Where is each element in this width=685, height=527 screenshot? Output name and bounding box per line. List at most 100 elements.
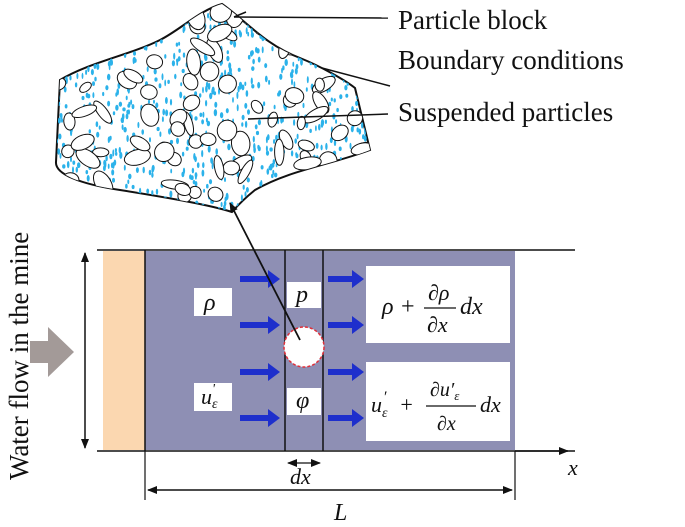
boundary-conditions-label: Boundary conditions xyxy=(398,45,624,75)
suspended-particle xyxy=(332,195,335,203)
suspended-particle xyxy=(107,60,111,67)
suspended-particle xyxy=(264,205,267,211)
suspended-particle xyxy=(244,102,248,109)
particle-stone xyxy=(216,119,238,142)
suspended-particle xyxy=(259,182,262,187)
suspended-particle xyxy=(213,91,217,96)
suspended-particle xyxy=(324,168,327,173)
suspended-particle xyxy=(207,82,211,90)
suspended-particle xyxy=(260,165,264,170)
suspended-particle xyxy=(306,76,309,84)
flow-arrow-icon xyxy=(328,363,364,381)
suspended-particle xyxy=(83,188,87,195)
suspended-particle xyxy=(207,12,210,19)
suspended-particle xyxy=(177,56,181,62)
suspended-particle xyxy=(53,184,56,188)
suspended-particle xyxy=(125,95,128,101)
suspended-particle xyxy=(208,179,213,185)
suspended-particle xyxy=(220,72,224,77)
suspended-particle xyxy=(62,164,66,169)
suspended-particle xyxy=(133,51,136,56)
suspended-particle xyxy=(65,4,68,8)
suspended-particle xyxy=(120,117,124,123)
suspended-particle xyxy=(61,6,64,12)
suspended-particle xyxy=(51,126,54,131)
suspended-particle xyxy=(325,191,328,198)
suspended-particle xyxy=(278,90,281,97)
suspended-particle xyxy=(333,35,336,40)
suspended-particle xyxy=(154,7,157,14)
suspended-particle xyxy=(194,156,197,163)
suspended-particle xyxy=(115,151,118,156)
suspended-particle xyxy=(282,24,286,31)
suspended-particle xyxy=(86,175,90,182)
suspended-particle xyxy=(324,119,327,125)
suspended-particle xyxy=(320,119,325,127)
suspended-particle xyxy=(113,159,117,166)
suspended-particle xyxy=(149,14,153,20)
suspended-particle xyxy=(141,16,144,22)
suspended-particle xyxy=(260,199,264,205)
suspended-particle xyxy=(122,107,126,112)
suspended-particle xyxy=(224,177,226,183)
suspended-particle xyxy=(123,53,127,58)
suspended-particle xyxy=(70,156,72,163)
particle-stone xyxy=(190,37,216,57)
suspended-particle xyxy=(307,171,311,178)
suspended-particle xyxy=(283,34,286,42)
suspended-particle xyxy=(115,104,119,111)
suspended-particle xyxy=(295,49,297,56)
suspended-particle xyxy=(131,19,134,26)
rho-symbol: ρ xyxy=(203,290,216,316)
suspended-particle xyxy=(136,197,139,203)
particle-stone xyxy=(170,121,186,137)
flow-arrow-icon xyxy=(328,316,364,334)
particle-stone xyxy=(71,104,98,119)
suspended-particle xyxy=(336,107,339,113)
suspended-particle xyxy=(57,148,61,155)
label-leaders xyxy=(233,11,391,120)
suspended-particle xyxy=(353,157,356,163)
suspended-particle xyxy=(96,191,99,197)
suspended-particle xyxy=(289,71,294,79)
suspended-particle xyxy=(51,106,53,111)
suspended-particle xyxy=(236,91,239,99)
suspended-particle xyxy=(183,95,186,100)
suspended-particle xyxy=(70,186,74,193)
suspended-particle xyxy=(62,184,66,192)
suspended-particle xyxy=(107,163,110,169)
suspended-particle xyxy=(358,34,362,40)
suspended-particle xyxy=(361,39,365,44)
suspended-particle xyxy=(61,118,63,123)
suspended-particle xyxy=(142,166,145,174)
suspended-particle xyxy=(135,199,139,205)
suspended-particle xyxy=(254,124,258,130)
suspended-particle xyxy=(174,73,177,80)
suspended-particle xyxy=(73,180,77,186)
suspended-particle xyxy=(85,69,88,76)
suspended-particle xyxy=(330,97,333,102)
suspended-particle xyxy=(75,186,78,194)
suspended-particle xyxy=(326,183,330,189)
suspended-particle xyxy=(93,35,96,42)
suspended-particle xyxy=(163,198,167,205)
suspended-particle xyxy=(92,48,95,54)
suspended-particle xyxy=(202,111,205,118)
suspended-particle xyxy=(352,64,356,71)
suspended-particle xyxy=(334,52,338,58)
suspended-particle xyxy=(338,42,343,49)
suspended-particle xyxy=(104,161,107,168)
suspended-particle xyxy=(248,205,252,211)
suspended-particle xyxy=(291,78,293,86)
particle-stone xyxy=(154,141,175,163)
particle-stone xyxy=(63,112,76,131)
suspended-particle xyxy=(94,46,98,51)
suspended-particle xyxy=(125,113,129,120)
suspended-particle xyxy=(53,164,55,168)
suspended-particle xyxy=(363,96,365,104)
suspended-particle xyxy=(88,190,92,198)
suspended-particle xyxy=(55,9,57,17)
suspended-particle xyxy=(269,192,272,199)
suspended-particle xyxy=(108,136,111,142)
suspended-particle xyxy=(255,207,258,212)
